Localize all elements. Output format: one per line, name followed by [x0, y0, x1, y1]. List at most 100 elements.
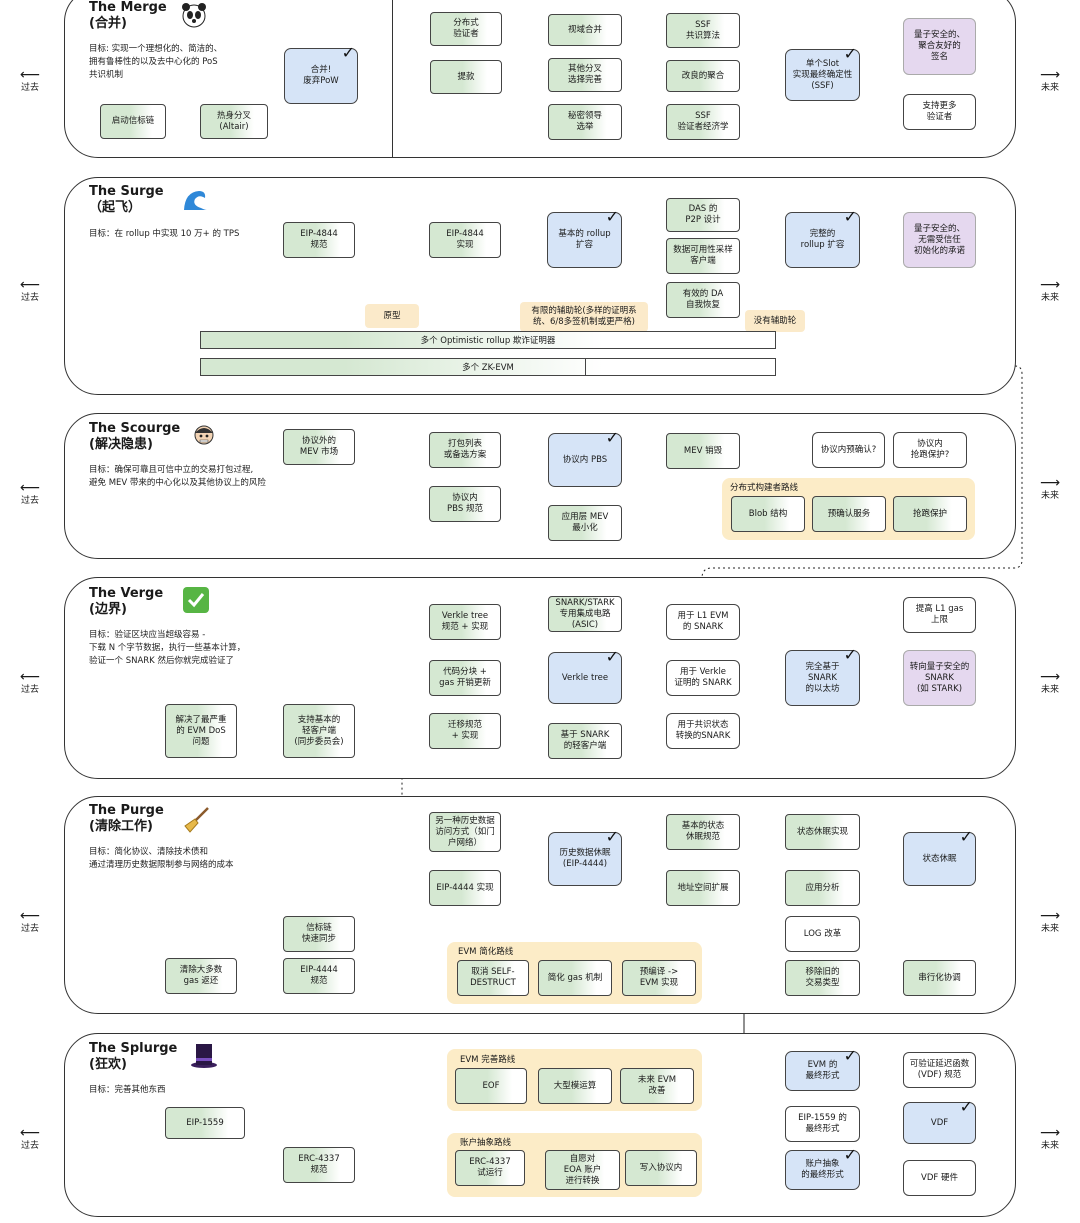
node-secret-leader: 秘密领导 选举	[548, 104, 622, 140]
node-consensus-snark: 用于共识状态 转换的SNARK	[666, 713, 740, 749]
node-eip4844-spec: EIP-4844 规范	[283, 222, 355, 258]
panel-goal: 目标：完善其他东西	[89, 1085, 166, 1095]
panel-title: The Merge (合并)	[89, 0, 167, 31]
node-altair: 热身分叉 (Altair)	[200, 104, 268, 139]
panel-goal: 目标：简化协议、清除技术债和 通过清理历史数据限制参与网络的成本	[89, 847, 234, 870]
label-evm-improve: EVM 完善路线	[460, 1055, 516, 1065]
panel-title: The Splurge (狂欢)	[89, 1041, 178, 1072]
past-arrow: ⟵过去	[19, 1125, 41, 1151]
node-code-chunk: 代码分块 + gas 开销更新	[429, 660, 501, 696]
node-addr-ext: 地址空间扩展	[666, 870, 740, 906]
top-hat-icon	[189, 1040, 219, 1074]
node-verkle-tree: Verkle tree✓	[548, 649, 622, 704]
panel-goal: 目标：确保可靠且可信中立的交易打包过程, 避免 MEV 带来的中心化以及其他协议…	[89, 465, 266, 488]
future-arrow: ⟶未来	[1039, 669, 1061, 695]
panel-title: The Purge (清除工作)	[89, 803, 164, 834]
future-arrow: ⟶未来	[1039, 67, 1061, 93]
past-arrow: ⟵过去	[19, 67, 41, 93]
checkmark-icon	[183, 587, 209, 617]
node-preconf-svc: 预确认服务	[812, 496, 886, 532]
node-future-evm: 未来 EVM 改善	[620, 1068, 694, 1104]
wave-icon	[181, 186, 209, 218]
node-ssf-econ: SSF 验证者经济学	[666, 104, 740, 140]
panel-goal: 目标：在 rollup 中实现 10 万+ 的 TPS	[89, 229, 240, 239]
node-frontrun: 协议内 抢跑保护?	[893, 432, 967, 468]
node-state-expiry: 状态休眠✓	[903, 829, 976, 886]
node-eip1559: EIP-1559	[165, 1107, 245, 1139]
node-verkle-snark: 用于 Verkle 证明的 SNARK	[666, 660, 740, 696]
future-arrow: ⟶未来	[1039, 1125, 1061, 1151]
node-merge: 合并! 废弃PoW✓	[284, 45, 358, 104]
future-arrow: ⟶未来	[1039, 475, 1061, 501]
node-selfdestruct: 取消 SELF- DESTRUCT	[457, 960, 529, 996]
broom-icon	[182, 806, 210, 838]
node-old-tx: 移除旧的 交易类型	[785, 960, 860, 996]
node-app-analysis: 应用分析	[785, 870, 860, 906]
node-eip4844-impl: EIP-4844 实现	[429, 222, 501, 258]
node-blob-struct: Blob 结构	[731, 496, 805, 532]
node-write-protocol: 写入协议内	[625, 1150, 697, 1186]
node-bigmod: 大型模运算	[538, 1068, 612, 1104]
panel-title: The Surge （起飞）	[89, 184, 164, 215]
past-arrow: ⟵过去	[19, 480, 41, 506]
future-arrow: ⟶未来	[1039, 908, 1061, 934]
node-quantum-setup: 量子安全的、 无需受信任 初始化的承诺	[903, 212, 976, 268]
node-state-expiry-impl: 状态休眠实现	[785, 814, 860, 850]
node-epbs: 协议内 PBS✓	[548, 430, 622, 487]
bar-zkevm: 多个 ZK-EVM	[200, 358, 776, 376]
node-full-snark: 完全基于 SNARK 的以太坊✓	[785, 647, 860, 706]
past-arrow: ⟵过去	[19, 669, 41, 695]
label-dist-route: 分布式构建者路线	[730, 483, 799, 493]
node-inclusion-list: 打包列表 或备选方案	[429, 432, 501, 468]
past-arrow: ⟵过去	[19, 277, 41, 303]
node-withdraw: 提款	[430, 60, 502, 94]
panel-title: The Verge (边界)	[89, 586, 164, 617]
past-arrow: ⟵过去	[19, 908, 41, 934]
node-erc4337-spec: ERC-4337 规范	[283, 1147, 355, 1183]
node-pbs-spec: 协议内 PBS 规范	[429, 486, 501, 522]
label-no-wheels: 没有辅助轮	[745, 310, 805, 332]
node-better-agg: 改良的聚合	[666, 60, 740, 92]
panda-icon	[181, 2, 207, 32]
node-view-merge: 视域合并	[548, 14, 622, 46]
node-state-expiry-spec: 基本的状态 休眠规范	[666, 814, 740, 850]
node-gas-refund: 清除大多数 gas 返还	[165, 958, 237, 994]
node-frontrun-prot: 抢跑保护	[893, 496, 967, 532]
label-evm-route: EVM 简化路线	[458, 947, 514, 957]
node-vdf-hw: VDF 硬件	[903, 1160, 976, 1196]
node-more-validators: 支持更多 验证者	[903, 94, 976, 130]
node-quantum-snark: 转向量子安全的 SNARK (如 STARK)	[903, 650, 976, 706]
node-ssf-consensus: SSF 共识算法	[666, 13, 740, 48]
bar-optimistic: 多个 Optimistic rollup 欺诈证明器	[200, 331, 776, 349]
node-l1-evm-snark: 用于 L1 EVM 的 SNARK	[666, 604, 740, 640]
node-precompile: 预编译 -> EVM 实现	[622, 960, 696, 996]
node-eip1559-final: EIP-1559 的 最终形式	[785, 1106, 860, 1142]
node-other-forks: 其他分叉 选择完善	[548, 58, 622, 92]
label-limited-wheels: 有限的辅助轮(多样的证明系 统、6/8多签机制或更严格)	[520, 302, 648, 332]
node-erc4337-trial: ERC-4337 试运行	[455, 1150, 525, 1186]
node-eip4444-impl: EIP-4444 实现	[429, 870, 501, 906]
panel-goal: 目标: 实现一个理想化的、简洁的、 拥有鲁棒性的以及去中心化的 PoS 共识机制	[89, 44, 223, 80]
node-l1-gas: 提高 L1 gas 上限	[903, 597, 976, 633]
node-preconf: 协议内预确认?	[812, 432, 885, 468]
node-eip4444-spec: EIP-4444 规范	[283, 958, 355, 994]
node-gas-simplify: 简化 gas 机制	[538, 960, 612, 996]
node-das-client: 数据可用性采样 客户端	[666, 238, 740, 274]
node-quantum-sig: 量子安全的、 聚合友好的 签名	[903, 18, 976, 75]
face-icon	[192, 423, 216, 451]
node-das-p2p: DAS 的 P2P 设计	[666, 198, 740, 232]
node-snark-asic: SNARK/STARK 专用集成电路 (ASIC)	[548, 596, 622, 632]
node-extra-mev: 协议外的 MEV 市场	[283, 429, 355, 465]
node-verkle-spec: Verkle tree 规范 + 实现	[429, 604, 501, 640]
node-start-chain: 启动信标链	[100, 104, 166, 139]
node-aa-final: 账户抽象 的最终形式✓	[785, 1147, 860, 1190]
node-migration: 迁移规范 + 实现	[429, 713, 501, 749]
node-light-client: 支持基本的 轻客户端 (同步委员会)	[283, 704, 355, 758]
node-serialization: 串行化协调	[903, 960, 976, 996]
node-eof: EOF	[455, 1068, 527, 1104]
panel-goal: 目标：验证区块应当超级容易 - 下载 N 个字节数据，执行一些基本计算， 验证一…	[89, 630, 246, 666]
node-snark-light: 基于 SNARK 的轻客户端	[548, 723, 622, 759]
node-mev-burn: MEV 销毁	[666, 433, 740, 469]
node-history-expiry: 历史数据休眠 (EIP-4444)✓	[548, 829, 622, 886]
panel-title: The Scourge (解决隐患)	[89, 421, 181, 452]
